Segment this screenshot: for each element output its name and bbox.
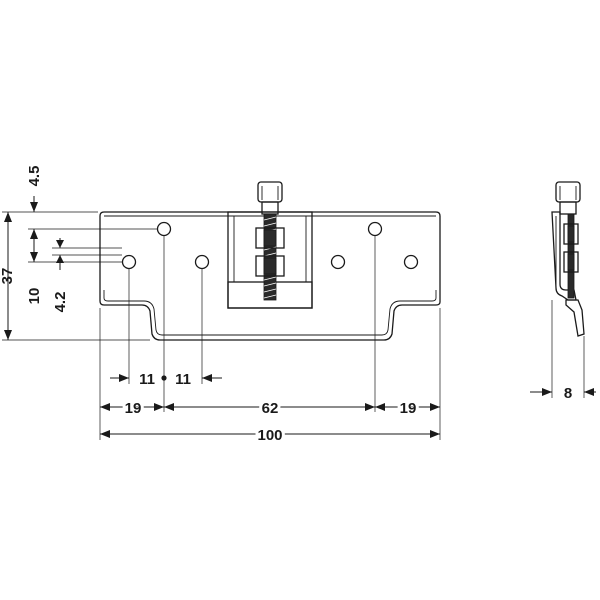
side-tail — [565, 299, 585, 337]
side-collar — [559, 201, 577, 215]
side-nut-upper-core — [567, 225, 575, 243]
dim-8-label: 8 — [564, 385, 572, 402]
dim-line-100 — [100, 430, 440, 438]
side-nut-upper — [563, 223, 579, 245]
dim-4-2-label: 4.2 — [52, 292, 69, 313]
lower-nut — [255, 255, 285, 277]
upper-nut-core — [263, 229, 277, 247]
side-nut-lower — [563, 251, 579, 273]
side-profile — [551, 211, 577, 301]
dim-10-label: 10 — [26, 288, 43, 305]
dim-line-8 — [530, 388, 596, 396]
dim-37-label: 37 — [0, 268, 16, 285]
plate-inner-edge — [103, 290, 437, 336]
dim-line-11-11 — [110, 374, 222, 382]
hole-upper-right — [367, 221, 383, 237]
hole-lower-left-inner — [194, 254, 210, 270]
extension-lines — [2, 211, 585, 440]
dim-line-19-62-19 — [100, 403, 440, 411]
screw-shaft — [263, 213, 277, 301]
plate-outline — [99, 211, 441, 341]
side-view — [551, 181, 585, 337]
dim-100-label: 100 — [257, 427, 282, 444]
hole-lower-left-outer — [121, 254, 137, 270]
dim-19-right-label: 19 — [400, 400, 417, 417]
dim-line-37 — [4, 212, 12, 340]
dim-line-10 — [30, 229, 38, 262]
dim-11-left-label: 11 — [139, 371, 155, 388]
hole-lower-right-inner — [330, 254, 346, 270]
dim-line-4-2 — [56, 238, 64, 270]
dim-62-label: 62 — [262, 400, 279, 417]
hole-lower-right-outer — [403, 254, 419, 270]
side-nut-lower-core — [567, 253, 575, 271]
dim-11-right-label: 11 — [175, 371, 191, 388]
lower-nut-core — [263, 257, 277, 275]
front-view — [99, 181, 441, 341]
upper-nut — [255, 227, 285, 249]
dim-19-left-label: 19 — [125, 400, 142, 417]
dim-4-5-label: 4.5 — [26, 166, 43, 187]
hole-upper-left — [156, 221, 172, 237]
